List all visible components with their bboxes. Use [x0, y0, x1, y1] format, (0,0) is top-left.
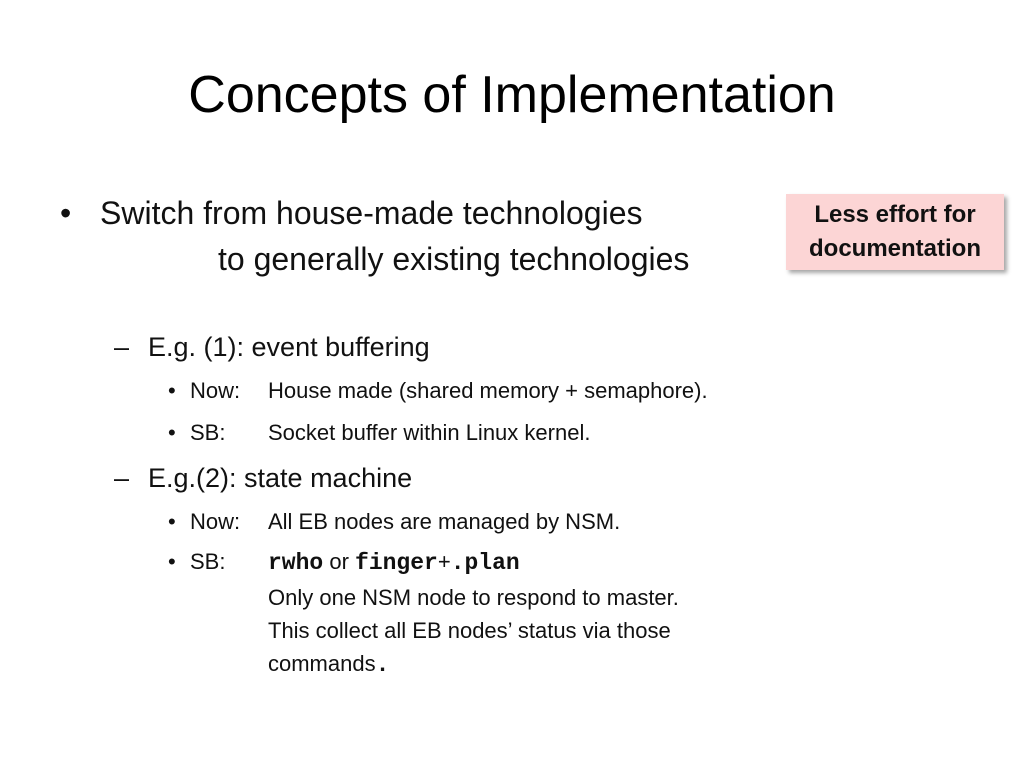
item-value-line1: rwho or finger+.plan: [268, 545, 520, 580]
callout-line2: documentation: [809, 235, 981, 262]
example1-heading-row: – E.g. (1): event buffering: [114, 330, 714, 364]
commands-text: commands: [268, 651, 376, 676]
item-value-line4: commands.: [268, 647, 389, 682]
main-bullet-line2: to generally existing technologies: [218, 241, 690, 277]
example2-item-now: • Now: All EB nodes are managed by NSM.: [168, 505, 848, 538]
callout-box: Less effort for documentation: [786, 194, 1004, 270]
item-key: Now:: [190, 509, 241, 534]
example2-heading: E.g.(2): state machine: [148, 463, 413, 493]
callout-line1: Less effort for: [814, 201, 976, 228]
slide-title: Concepts of Implementation: [188, 66, 836, 124]
period-text: .: [375, 652, 390, 678]
item-key: Now:: [190, 378, 241, 403]
item-value-line2: Only one NSM node to respond to master.: [268, 585, 679, 610]
or-text: or: [323, 549, 356, 574]
bullet-dot-icon: •: [168, 509, 176, 534]
example1-heading: E.g. (1): event buffering: [148, 332, 430, 362]
example2-item-sb: • SB: rwho or finger+.plan Only one NSM …: [168, 545, 848, 680]
main-bullet-line1: Switch from house-made technologies: [100, 195, 643, 231]
dash-icon: –: [114, 332, 130, 362]
dash-icon: –: [114, 463, 130, 493]
plus-text: +: [437, 549, 451, 574]
item-key: SB:: [190, 420, 226, 445]
example1-item-sb: • SB: Socket buffer within Linux kernel.: [168, 416, 848, 449]
item-key: SB:: [190, 549, 226, 574]
bullet-dot-icon: •: [60, 195, 72, 231]
command-rwho: rwho: [268, 550, 324, 576]
example1-item-now: • Now: House made (shared memory + semap…: [168, 374, 848, 407]
command-finger: finger: [355, 550, 438, 576]
item-value: All EB nodes are managed by NSM.: [268, 509, 621, 534]
example2-heading-row: – E.g.(2): state machine: [114, 461, 714, 495]
bullet-dot-icon: •: [168, 549, 176, 574]
item-value-line3: This collect all EB nodes’ status via th…: [268, 618, 671, 643]
bullet-dot-icon: •: [168, 378, 176, 403]
bullet-dot-icon: •: [168, 420, 176, 445]
item-value: House made (shared memory + semaphore).: [268, 378, 708, 403]
command-plan: .plan: [450, 550, 520, 576]
item-value: Socket buffer within Linux kernel.: [268, 420, 591, 445]
